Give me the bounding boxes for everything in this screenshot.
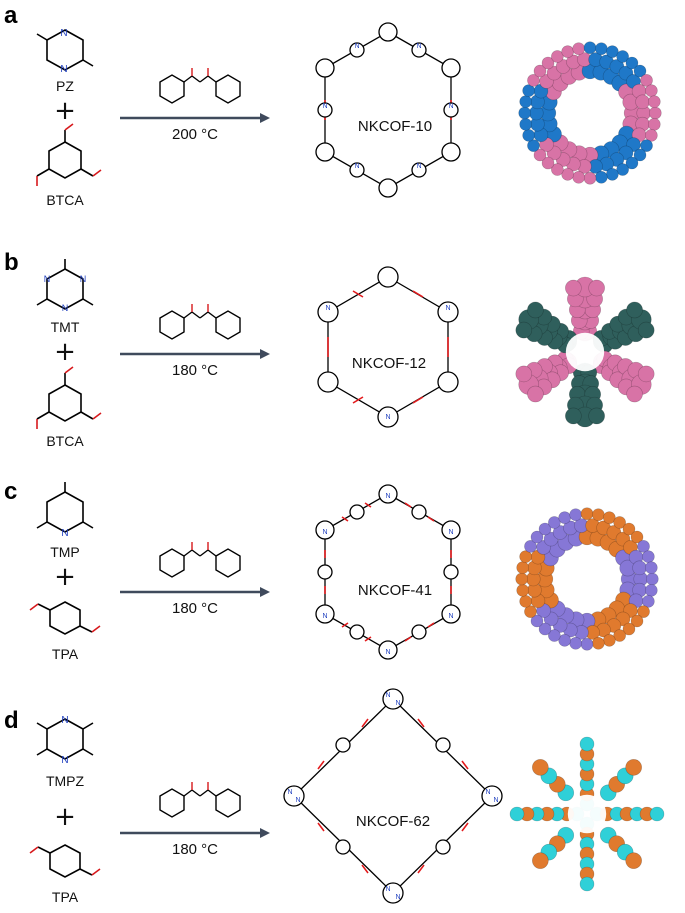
svg-text:N: N: [60, 28, 67, 39]
svg-text:N: N: [322, 613, 327, 620]
cof-structure: N N N N N N: [315, 484, 461, 660]
monomer1-label: TMPZ: [45, 773, 85, 789]
svg-text:N: N: [322, 103, 327, 110]
svg-text:N: N: [60, 64, 67, 75]
cof-name: NKCOF-10: [357, 118, 433, 135]
svg-text:N: N: [287, 789, 292, 796]
svg-text:N: N: [295, 797, 300, 804]
cof-name: NKCOF-41: [357, 582, 433, 599]
reaction-condition: 200 °C: [171, 126, 219, 143]
monomer1-structure: N N N: [36, 259, 94, 313]
plus-sign: +: [54, 562, 76, 592]
monomer1-structure: N: [36, 482, 94, 539]
space-filling-model: [518, 41, 662, 185]
monomer2-label: BTCA: [46, 433, 84, 449]
svg-text:N: N: [44, 274, 51, 284]
space-filling-model: [515, 276, 655, 428]
monomer2-label: TPA: [51, 646, 79, 662]
svg-text:N: N: [61, 528, 68, 539]
reaction-condition: 180 °C: [171, 841, 219, 858]
anhydride-structure: [159, 304, 241, 340]
monomer2-label: TPA: [51, 889, 79, 905]
cof-name: NKCOF-12: [351, 355, 427, 372]
svg-text:N: N: [395, 894, 400, 901]
svg-text:N: N: [354, 43, 359, 50]
svg-text:N: N: [416, 163, 421, 170]
svg-text:N: N: [445, 305, 450, 312]
monomer1-label: TMP: [50, 544, 80, 560]
panel-c: c N TMP + TPA 180 °C: [0, 452, 685, 672]
svg-text:N: N: [448, 613, 453, 620]
monomer2-structure: [29, 844, 101, 878]
cof-structure: NN NN NN NN: [283, 688, 503, 904]
plus-sign: +: [54, 96, 76, 126]
reaction-condition: 180 °C: [171, 362, 219, 379]
svg-text:N: N: [325, 305, 330, 312]
plus-sign: +: [54, 337, 76, 367]
cof-structure: N N N: [317, 266, 459, 428]
svg-text:N: N: [385, 886, 390, 893]
monomer1-structure: N N: [36, 28, 94, 75]
anhydride-structure: [159, 68, 241, 104]
svg-text:N: N: [80, 274, 87, 284]
reaction-arrow: [120, 828, 270, 838]
cof-structure: N N N N N N: [315, 22, 461, 198]
svg-text:N: N: [61, 715, 68, 726]
svg-text:N: N: [448, 529, 453, 536]
anhydride-structure: [159, 782, 241, 818]
monomer1-structure: NN: [36, 715, 94, 766]
monomer2-label: BTCA: [46, 192, 84, 208]
reaction-condition: 180 °C: [171, 600, 219, 617]
monomer2-structure: [36, 123, 102, 186]
monomer1-label: TMT: [50, 319, 80, 335]
panel-a: a N N PZ + BTCA 200 °C: [0, 0, 685, 222]
svg-text:N: N: [385, 414, 390, 421]
svg-text:N: N: [322, 529, 327, 536]
svg-text:N: N: [385, 692, 390, 699]
svg-text:N: N: [385, 493, 390, 500]
svg-text:N: N: [395, 700, 400, 707]
svg-text:N: N: [62, 303, 69, 313]
anhydride-structure: [159, 542, 241, 578]
panel-b: b N N N TMT + BTCA 180 °C: [0, 227, 685, 449]
panel-letter: c: [4, 478, 18, 505]
reaction-arrow: [120, 113, 270, 123]
space-filling-model: [509, 736, 665, 892]
svg-text:N: N: [61, 755, 68, 766]
panel-letter: d: [4, 707, 19, 734]
svg-text:N: N: [493, 797, 498, 804]
reaction-arrow: [120, 587, 270, 597]
svg-text:N: N: [485, 789, 490, 796]
svg-text:N: N: [354, 163, 359, 170]
monomer2-structure: [36, 366, 102, 429]
svg-text:N: N: [416, 43, 421, 50]
reaction-arrow: [120, 349, 270, 359]
cof-name: NKCOF-62: [355, 813, 431, 830]
panel-letter: b: [4, 249, 19, 276]
panel-letter: a: [4, 2, 18, 29]
svg-text:N: N: [448, 103, 453, 110]
monomer2-structure: [29, 601, 101, 635]
monomer1-label: PZ: [56, 78, 74, 94]
svg-text:N: N: [385, 649, 390, 656]
plus-sign: +: [54, 802, 76, 832]
space-filling-model: [515, 507, 659, 651]
